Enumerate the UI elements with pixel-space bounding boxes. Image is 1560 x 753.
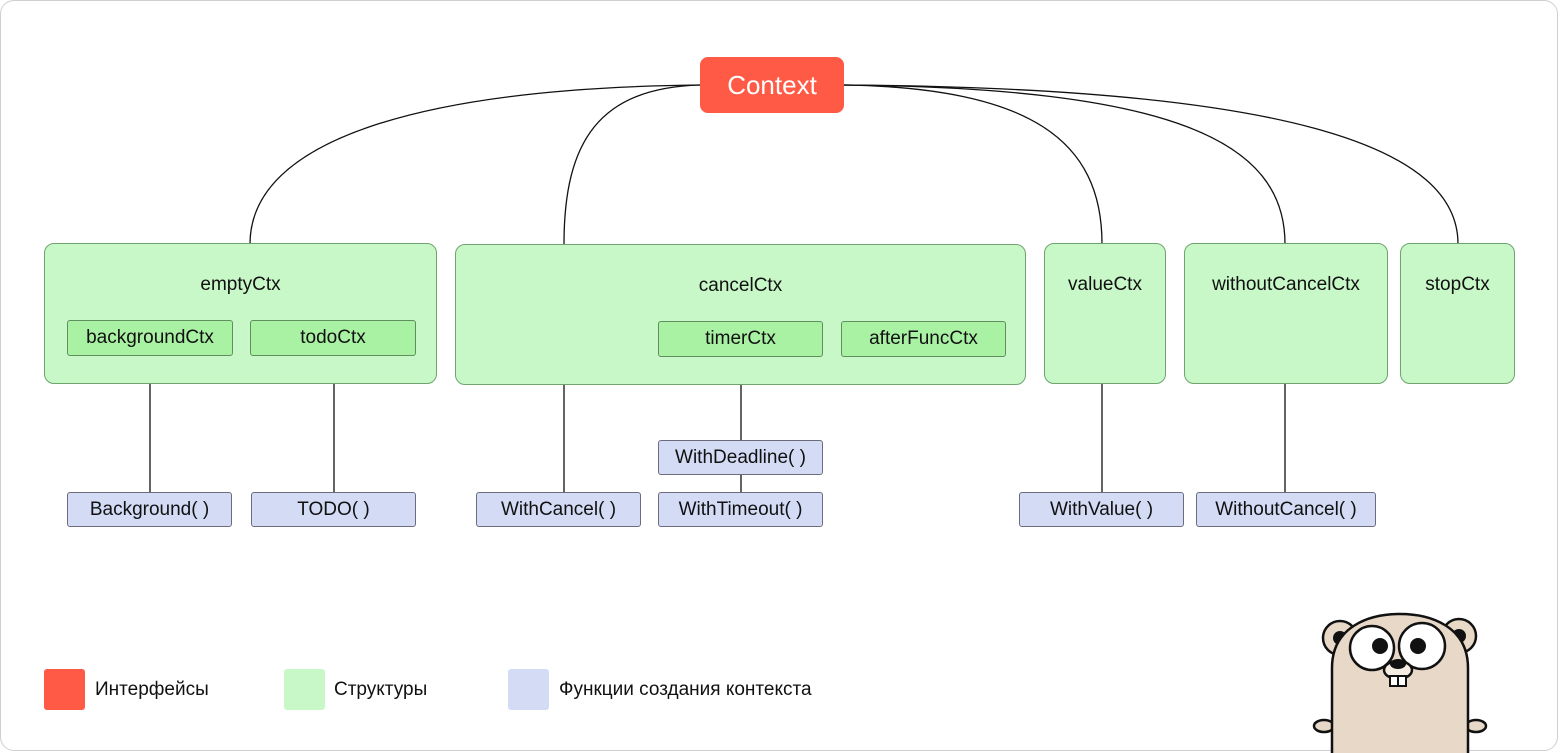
emptyctx-label: emptyCtx [200,274,281,295]
todo-func-node: TODO( ) [251,492,416,527]
legend-swatch-interfaces [44,669,85,710]
withoutcancelctx-node: withoutCancelCtx [1184,243,1388,384]
backgroundctx-node: backgroundCtx [67,320,233,356]
gopher-mascot-icon [1312,612,1488,753]
legend-label-structs: Структуры [334,679,428,700]
afterfuncctx-node: afterFuncCtx [841,321,1006,357]
background-func-node: Background( ) [67,492,232,527]
todoctx-label: todoCtx [300,327,366,348]
withvalue-func-label: WithValue( ) [1049,498,1154,520]
legend-swatch-functions [508,669,549,710]
legend-swatch-structs [284,669,325,710]
context-label: Context [727,69,817,100]
backgroundctx-label: backgroundCtx [86,327,214,348]
stopctx-label: stopCtx [1425,274,1490,295]
edge-context-valuectx [843,84,1103,245]
todo-func-label: TODO( ) [297,498,370,520]
edge-context-stopctx [843,84,1459,245]
legend-label-interfaces: Интерфейсы [95,679,209,700]
valuectx-label: valueCtx [1068,274,1142,295]
withoutcancel-func-label: WithoutCancel( ) [1215,498,1357,520]
stopctx-node: stopCtx [1400,243,1515,384]
edge-context-emptyctx [249,84,701,245]
background-func-label: Background( ) [89,498,210,520]
context-interface-node: Context [700,57,844,113]
withcancel-func-node: WithCancel( ) [476,492,641,527]
withtimeout-func-node: WithTimeout( ) [658,492,823,527]
withcancel-func-label: WithCancel( ) [500,498,617,520]
withtimeout-func-label: WithTimeout( ) [678,498,803,520]
cancelctx-label: cancelCtx [698,275,783,296]
todoctx-node: todoCtx [250,320,416,356]
valuectx-node: valueCtx [1044,243,1166,384]
withoutcancel-func-node: WithoutCancel( ) [1196,492,1376,527]
timerctx-label: timerCtx [705,328,776,349]
cancelctx-node: cancelCtx [455,244,1026,385]
edge-context-withoutcancelctx [843,84,1286,245]
withvalue-func-node: WithValue( ) [1019,492,1184,527]
withoutcancelctx-label: withoutCancelCtx [1212,274,1360,295]
edge-context-cancelctx [563,84,701,245]
withdeadline-func-node: WithDeadline( ) [658,440,823,475]
emptyctx-node: emptyCtx [44,243,437,384]
timerctx-node: timerCtx [658,321,823,357]
legend-label-functions: Функции создания контекста [559,679,812,700]
afterfuncctx-label: afterFuncCtx [869,328,978,349]
withdeadline-func-label: WithDeadline( ) [675,446,806,468]
